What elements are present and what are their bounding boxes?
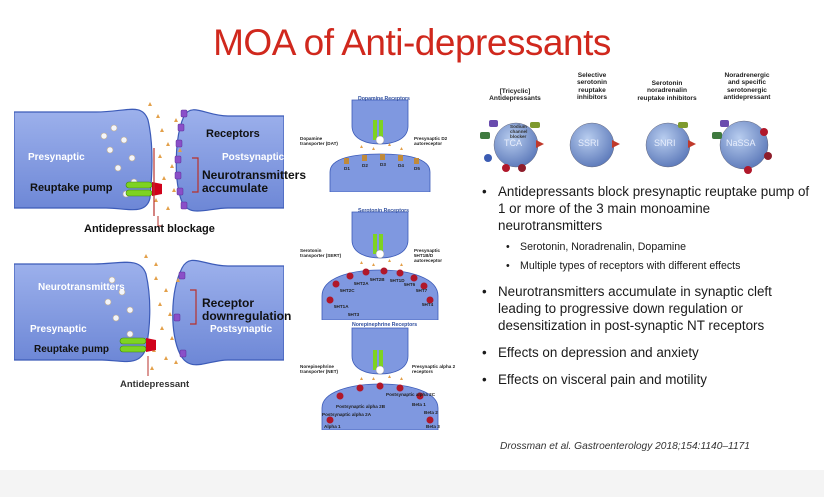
tca-blocker-label: Sodium channel blocker [510, 124, 528, 139]
serotonin-transporter-label: Serotonin transporter (SERT) [300, 248, 342, 258]
serotonin-receptor-3: 5HT2B [370, 277, 385, 282]
bullet-2: Neurotransmitters accumulate in synaptic… [480, 283, 815, 334]
serotonin-presyn-label: Presynaptic 5HT1B/D autoreceptor [414, 248, 443, 263]
dopamine-receptor-panel: Dopamine Receptors Dopamine transporter … [300, 96, 460, 193]
serotonin-receptor-4: 5HT1D [390, 278, 405, 283]
antidepressant-blockage-label: Antidepressant blockage [84, 223, 215, 235]
dopamine-panel-title: Dopamine Receptors [358, 96, 410, 102]
synapse-blockage-illustration [13, 102, 285, 227]
bullet-list: Antidepressants block presynaptic reupta… [480, 183, 815, 395]
antidepressant-label: Antidepressant [120, 379, 190, 390]
nt-accumulate-label-2: accumulate [202, 181, 269, 195]
reuptake-pump-label: Reuptake pump [30, 182, 113, 194]
bullet-3: Effects on depression and anxiety [480, 344, 815, 361]
serotonin-receptor-8: 5HT1A [334, 304, 349, 309]
slide-title: MOA of Anti-depressants [213, 22, 611, 63]
drug-header-nassa: Noradrenergic and specific serotonergic … [723, 72, 771, 102]
receptors-label: Receptors [206, 128, 260, 140]
norepinephrine-receptor-illustration [321, 327, 439, 431]
receptor-downregulation-label-2: downregulation [202, 309, 292, 323]
serotonin-receptor-panel: Serotonin Receptors Serotonin transporte… [300, 208, 460, 321]
neurotransmitters-label: Neurotransmitters [38, 282, 125, 293]
reuptake-pump-label-2: Reuptake pump [34, 344, 110, 355]
drug-name-tca: TCA [504, 138, 522, 148]
drug-class-illustration [480, 120, 772, 174]
citation: Drossman et al. Gastroenterology 2018;15… [500, 441, 750, 452]
bullet-1: Antidepressants block presynaptic reupta… [480, 183, 815, 234]
downregulation-illustration [13, 254, 285, 376]
dopamine-receptor-d1: D1 [344, 166, 350, 171]
synapse-blockage-panel: Presynaptic Postsynaptic Receptors Neuro… [13, 98, 306, 248]
norepinephrine-receptor-panel: Norepinephrine Receptors Norepinephrine … [300, 322, 460, 431]
serotonin-receptor-1: 5HT2C [340, 288, 355, 293]
postsynaptic-label-2: Postsynaptic [210, 324, 273, 335]
dopamine-receptor-d4: D4 [398, 163, 404, 168]
ne-receptor-1: Postsynaptic alpha 2B [336, 404, 386, 409]
serotonin-receptor-5: 5HT6 [404, 282, 416, 287]
dopamine-receptor-illustration [329, 99, 431, 193]
presynaptic-label-2: Presynaptic [30, 324, 87, 335]
serotonin-panel-title: Serotonin Receptors [358, 208, 410, 214]
ne-receptor-2: Postsynaptic alpha 2C [386, 392, 436, 397]
ne-receptor-5: Beta 2 [424, 410, 438, 415]
drug-header-tca: [Tricyclic] Antidepressants [489, 88, 541, 103]
ne-receptor-6: Beta 3 [426, 424, 440, 429]
serotonin-receptor-2: 5HT2A [354, 281, 369, 286]
receptor-downregulation-label-1: Receptor [202, 296, 255, 310]
drug-class-row: [Tricyclic] Antidepressants Selective se… [472, 66, 822, 178]
bullet-1-sub-2: Multiple types of receptors with differe… [504, 260, 815, 273]
postsynaptic-label: Postsynaptic [222, 152, 285, 163]
nt-accumulate-label-1: Neurotransmitters [202, 168, 307, 182]
drug-name-ssri: SSRI [578, 138, 600, 148]
presynaptic-label: Presynaptic [28, 152, 85, 163]
ne-receptor-3: Postsynaptic alpha 2A [322, 412, 372, 417]
dopamine-receptor-d5: D5 [414, 166, 420, 171]
drug-header-snri: Serotonin noradrenalin reuptake inhibito… [637, 80, 697, 102]
dopamine-transporter-label: Dopamine transporter (DAT) [300, 136, 338, 146]
dopamine-presyn-label: Presynaptic D2 autoreceptor [414, 136, 448, 146]
drug-header-ssri: Selective serotonin reuptake inhibitors [576, 72, 608, 102]
bullet-4: Effects on visceral pain and motility [480, 371, 815, 388]
drug-name-nassa: NaSSA [726, 138, 756, 148]
serotonin-receptor-7: 5HT4 [422, 302, 434, 307]
ne-receptor-4: Beta 1 [412, 402, 426, 407]
dopamine-receptor-d3: D3 [380, 162, 386, 167]
norepinephrine-presyn-label: Presynaptic alpha 2 receptors [412, 364, 456, 374]
norepinephrine-transporter-label: Norepinephrine transporter (NET) [300, 364, 339, 374]
norepinephrine-panel-title: Norepinephrine Receptors [352, 322, 418, 328]
serotonin-receptor-9: 5HT3 [348, 312, 360, 317]
dopamine-receptor-d2: D2 [362, 163, 368, 168]
ne-receptor-7: Alpha 1 [324, 424, 341, 429]
serotonin-receptor-6: 5HT7 [416, 288, 428, 293]
receptor-downregulation-panel: Neurotransmitters Presynaptic Postsynapt… [13, 252, 291, 392]
drug-name-snri: SNRI [654, 138, 676, 148]
footer-bar [0, 470, 824, 497]
bullet-1-sub-1: Serotonin, Noradrenalin, Dopamine [504, 241, 815, 254]
serotonin-receptor-illustration [321, 211, 439, 321]
